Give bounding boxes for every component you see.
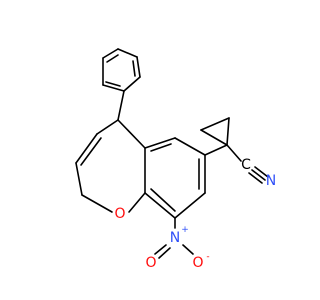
molecule-canvas: O N + O O - C N	[0, 0, 300, 300]
bond	[200, 117, 230, 131]
double-bond-inner	[132, 60, 136, 77]
double-bond-inner	[158, 247, 171, 259]
bond	[117, 90, 125, 121]
nitro-group	[154, 217, 194, 259]
bond	[123, 76, 141, 92]
nitrile-nitrogen-label: N	[266, 173, 276, 189]
bond	[117, 119, 146, 149]
nitro-nitrogen-label: N	[170, 230, 180, 246]
bond	[226, 117, 230, 146]
double-bond-inner	[150, 188, 176, 212]
bond	[174, 137, 206, 156]
triple-bond-side	[248, 172, 263, 184]
nitro-nitrogen-charge: +	[181, 225, 189, 235]
bond	[182, 244, 194, 255]
bond	[204, 144, 228, 156]
oxepine-ring	[75, 90, 146, 213]
double-bond-inner	[106, 54, 119, 63]
bond	[144, 192, 176, 219]
bond	[96, 119, 119, 135]
nitro-oxygen-left-label: O	[145, 255, 156, 271]
double-bond-inner	[105, 81, 121, 87]
bond	[154, 244, 167, 255]
bond	[144, 137, 176, 149]
background	[0, 0, 300, 300]
bond	[200, 129, 228, 146]
double-bond-inner	[80, 137, 102, 166]
nitrile-group	[226, 144, 269, 184]
bond	[226, 144, 242, 162]
triple-bond-center	[251, 169, 266, 181]
bond	[81, 194, 113, 213]
cyclopropane-ring	[200, 117, 230, 156]
bond	[128, 192, 146, 213]
nitrile-carbon-label: C	[241, 157, 251, 173]
nitro-oxygen-right-label: O	[192, 255, 203, 271]
bond	[75, 162, 83, 196]
double-bond-inner	[150, 143, 172, 152]
nitro-oxygen-charge: -	[206, 252, 209, 262]
bond	[174, 192, 206, 219]
benzene-ring	[117, 119, 206, 219]
phenyl-ring	[102, 48, 141, 92]
structure-diagram: O N + O O - C N	[0, 0, 300, 300]
triple-bond-side	[254, 166, 269, 178]
bond	[136, 56, 141, 78]
bond	[102, 84, 125, 92]
bond	[117, 48, 138, 58]
ring-oxygen-label: O	[114, 206, 125, 222]
bond	[102, 48, 119, 59]
bond	[75, 133, 98, 164]
